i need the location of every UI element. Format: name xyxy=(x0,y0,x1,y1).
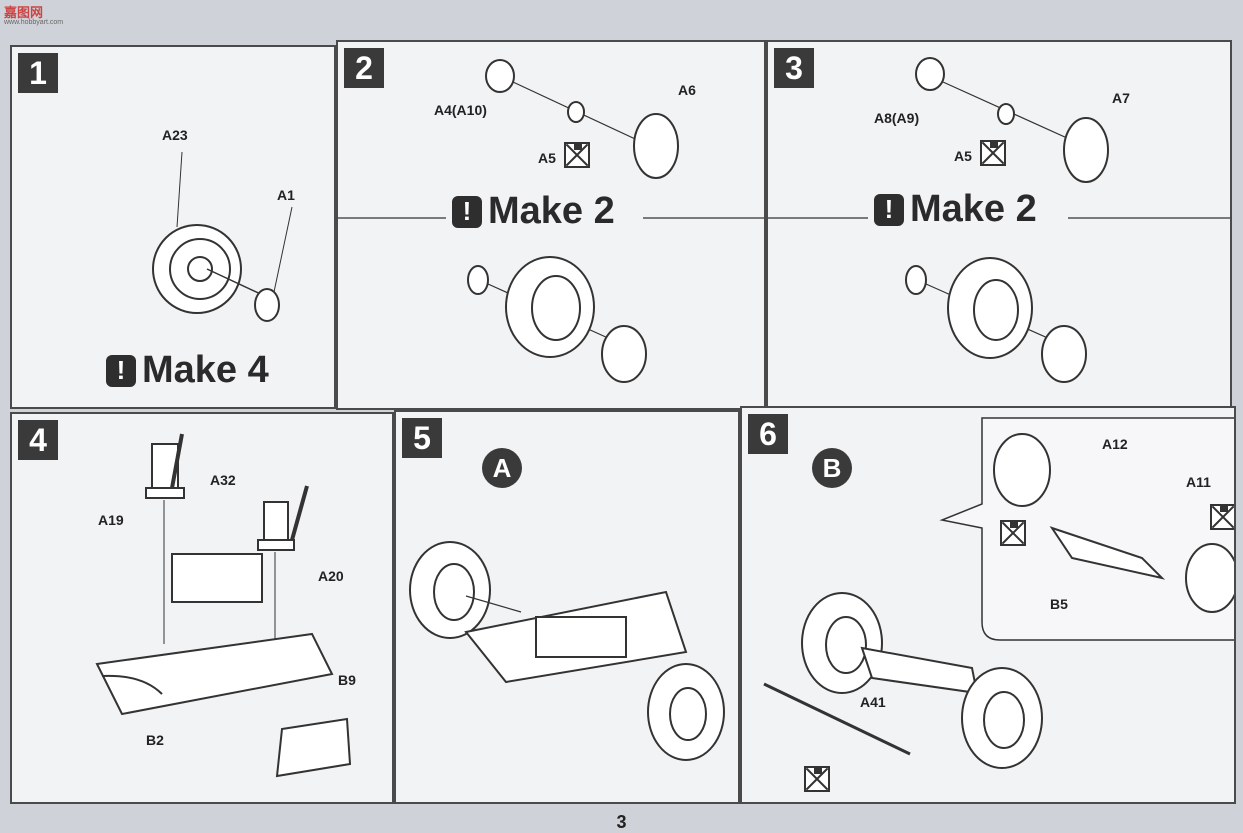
cement-prohibited-icon xyxy=(1210,504,1234,530)
cement-prohibited-icon xyxy=(980,140,1006,166)
part-label: A5 xyxy=(954,148,972,164)
part-label: B2 xyxy=(146,732,164,748)
step-number: 2 xyxy=(344,48,384,88)
part-label: A41 xyxy=(860,694,886,710)
make-text: Make 4 xyxy=(142,349,269,391)
callout-marker: B xyxy=(812,448,852,488)
part-label: A1 xyxy=(277,187,295,203)
part-label: B9 xyxy=(338,672,356,688)
part-label: B5 xyxy=(1050,596,1068,612)
make-text: Make 2 xyxy=(488,190,615,232)
step-4-panel: 4 A19 A32 A20 B9 B2 xyxy=(10,412,394,804)
make-quantity: ! Make 4 xyxy=(100,349,275,392)
part-label: A23 xyxy=(162,127,188,143)
step-number: 3 xyxy=(774,48,814,88)
exclamation-icon: ! xyxy=(106,354,136,387)
step-number: 6 xyxy=(748,414,788,454)
step-3-panel: 3 A8(A9) A7 A5 ! Make 2 xyxy=(766,40,1232,408)
part-label: A12 xyxy=(1102,436,1128,452)
cement-prohibited-icon xyxy=(1000,520,1026,546)
watermark: 嘉图网 www.hobbyart.com xyxy=(4,5,64,26)
part-label: A6 xyxy=(678,82,696,98)
part-label: A11 xyxy=(1186,474,1211,490)
exclamation-icon: ! xyxy=(874,193,904,226)
step-5-drawing xyxy=(409,541,725,761)
part-label: A32 xyxy=(210,472,236,488)
make-quantity: ! Make 2 xyxy=(868,188,1043,231)
step-number: 4 xyxy=(18,420,58,460)
step-number: 1 xyxy=(18,53,58,93)
step-6-drawing xyxy=(763,417,1234,769)
part-label: A5 xyxy=(538,150,556,166)
exclamation-icon: ! xyxy=(452,195,482,228)
part-label: A19 xyxy=(98,512,124,528)
make-quantity: ! Make 2 xyxy=(446,190,621,233)
part-label: A4(A10) xyxy=(434,102,487,118)
step-1-panel: 1 A23 A1 ! Make 4 xyxy=(10,45,336,409)
page-number: 3 xyxy=(616,812,627,832)
step-2-panel: 2 A4(A10) A6 A5 ! Make 2 xyxy=(336,40,766,410)
step-3-drawing xyxy=(768,57,1230,383)
part-label: A8(A9) xyxy=(874,110,920,126)
step-5-panel: 5 A xyxy=(394,410,740,804)
step-2-drawing xyxy=(338,59,764,383)
step-number: 5 xyxy=(402,418,442,458)
cement-prohibited-icon xyxy=(804,766,830,792)
step-6-panel: 6 B A12 A11 B5 A41 xyxy=(740,406,1236,804)
callout-marker: A xyxy=(482,448,522,488)
step-1-drawing xyxy=(152,151,293,322)
cement-prohibited-icon xyxy=(564,142,590,168)
part-label: A7 xyxy=(1112,90,1130,106)
step-4-drawing xyxy=(95,433,352,778)
make-text: Make 2 xyxy=(910,188,1037,230)
part-label: A20 xyxy=(318,568,344,584)
